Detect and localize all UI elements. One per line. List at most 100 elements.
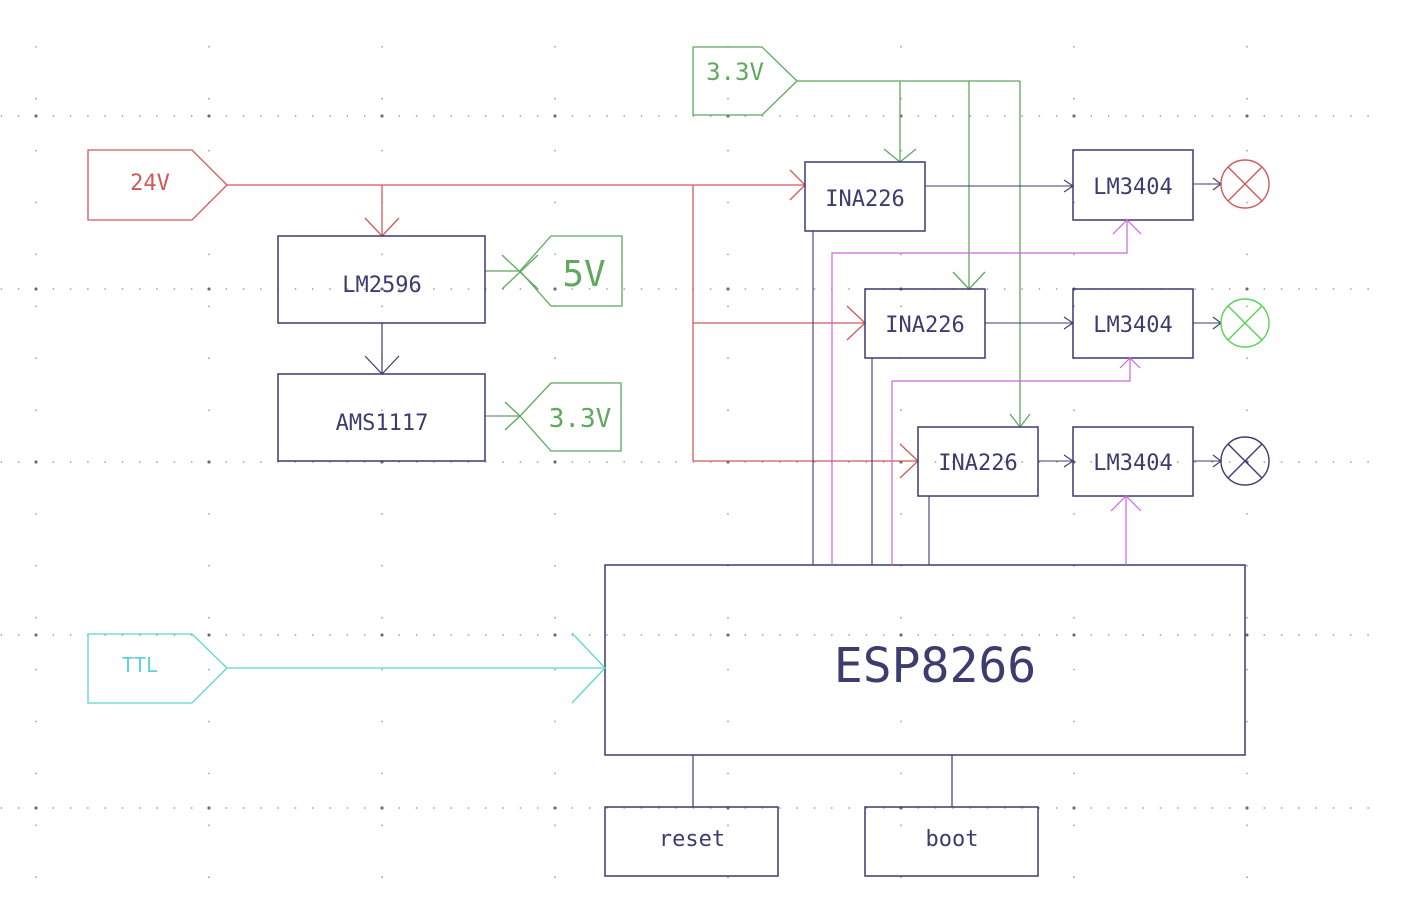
grid-dot (1090, 634, 1093, 636)
grid-dot (779, 288, 781, 290)
wire-pwm-lm2 (891, 358, 1131, 565)
arrow-ttl-esp (571, 632, 606, 704)
net-ttl (87, 632, 606, 704)
grid-dot (1349, 807, 1352, 809)
block-lm3404-1[interactable] (1072, 149, 1194, 221)
grid-dot (415, 288, 418, 290)
grid-dot (34, 633, 38, 637)
grid-dot (1332, 634, 1335, 636)
grid-dot (208, 824, 210, 827)
grid-dot (554, 201, 556, 204)
grid-dot (35, 772, 37, 775)
grid-dot (1228, 115, 1231, 117)
grid-dot (969, 634, 972, 636)
grid-dot (1246, 357, 1248, 360)
label-lm3404-3: LM3404 (1093, 451, 1172, 476)
grid-dot (900, 513, 902, 515)
grid-dot (207, 287, 211, 291)
grid-dot (536, 461, 539, 463)
port-ttl-shape[interactable] (87, 633, 228, 704)
grid-dot (34, 114, 38, 118)
grid-dot (35, 564, 37, 567)
grid-dot (1176, 461, 1179, 463)
grid-dot (554, 824, 556, 827)
grid-dot (640, 288, 643, 290)
grid-dot (917, 634, 920, 636)
grid-dot (848, 288, 850, 290)
block-ina226-1[interactable] (804, 161, 926, 232)
lamp-cross (1227, 166, 1263, 202)
label-ina226-3: INA226 (938, 451, 1017, 476)
grid-dot (917, 115, 920, 117)
arrow-pwm-lm2 (1119, 357, 1141, 369)
port-24v-shape[interactable] (87, 149, 228, 221)
grid-dot (796, 288, 799, 290)
grid-dot (173, 288, 176, 290)
block-esp8266[interactable] (604, 564, 1246, 756)
grid-dot (934, 461, 937, 463)
grid-dot (260, 807, 262, 809)
grid-dot (311, 807, 314, 809)
grid-dot (225, 461, 228, 463)
port-3v3-reg-label: 3.3V (549, 404, 612, 434)
grid-dot (294, 634, 297, 636)
grid-dot (882, 115, 885, 117)
grid-dot (1246, 513, 1248, 515)
grid-dot (35, 253, 37, 256)
grid-dot (1125, 634, 1127, 636)
port-3v3-top-shape[interactable] (692, 46, 798, 116)
grid-dot (727, 253, 729, 256)
grid-dot (1211, 288, 1214, 290)
grid-dot (1176, 115, 1179, 117)
grid-dot (173, 115, 176, 117)
grid-dot (156, 807, 159, 809)
grid-dot (35, 305, 37, 308)
grid-dot (138, 115, 141, 117)
grid-dot (467, 807, 470, 809)
arrow-ina1-lm1 (1063, 179, 1074, 193)
grid-dot (1003, 288, 1006, 290)
grid-dot (623, 634, 626, 636)
grid-dot (35, 616, 37, 619)
grid-dot (1159, 807, 1162, 809)
grid-dot (381, 513, 383, 515)
grid-dot (1125, 461, 1127, 463)
grid-dot (1055, 288, 1058, 290)
grid-dot (882, 634, 885, 636)
lamp-red-icon (1220, 159, 1270, 209)
grid-dot (554, 876, 556, 879)
grid-dot (1073, 253, 1075, 256)
net-24v (87, 149, 919, 479)
grid-dot (484, 807, 487, 809)
grid-dot (900, 668, 902, 671)
grid-dot (1038, 634, 1041, 636)
net-3v3 (692, 46, 1031, 429)
grid-dot (554, 409, 556, 411)
grid-dots (0, 45, 1369, 879)
grid-dot (208, 45, 210, 48)
grid-dot (1315, 634, 1318, 636)
grid-dot (380, 633, 384, 637)
grid-dot (208, 97, 210, 100)
grid-dot (450, 288, 453, 290)
grid-dot (17, 115, 20, 117)
grid-dot (848, 634, 850, 636)
grid-dot (415, 807, 418, 809)
grid-dot (398, 288, 401, 290)
grid-dot (1228, 634, 1231, 636)
port-5v-shape[interactable] (519, 235, 623, 307)
block-reset[interactable] (604, 806, 779, 877)
grid-dot (1055, 807, 1058, 809)
grid-dot (606, 115, 608, 117)
grid-dot (1280, 634, 1283, 636)
label-reset: reset (659, 827, 725, 852)
port-3v3-reg-shape[interactable] (519, 382, 622, 452)
grid-dot (484, 634, 487, 636)
grid-dot (329, 115, 331, 117)
grid-dot (294, 807, 297, 809)
grid-dot (363, 807, 366, 809)
grid-dot (519, 288, 522, 290)
grid-dot (796, 634, 799, 636)
grid-dot (207, 806, 211, 810)
arrow-ina2-lm2 (1063, 316, 1074, 330)
